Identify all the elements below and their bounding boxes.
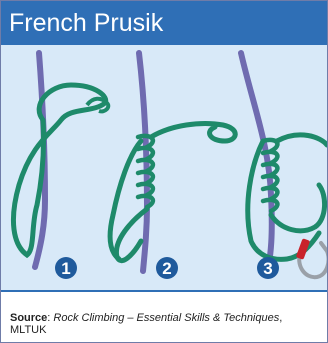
source-work: Rock Climbing – Essential Skills & Techn… xyxy=(53,312,279,324)
source-publisher: MLTUK xyxy=(10,324,46,336)
step-3-number: 3 xyxy=(263,259,272,278)
figure-title: French Prusik xyxy=(9,8,163,38)
cord-tail-2 xyxy=(110,141,141,259)
publisher-separator: , xyxy=(279,312,282,324)
title-bar: French Prusik xyxy=(1,1,327,45)
step-3-illustration: 3 xyxy=(241,53,327,279)
prusik-cord-3 xyxy=(271,135,327,231)
caption-divider xyxy=(1,290,327,292)
illustration-panel: 1 2 xyxy=(1,45,327,290)
step-2-number: 2 xyxy=(162,259,171,278)
prusik-cord-2 xyxy=(116,124,235,261)
step-1-illustration: 1 xyxy=(13,53,108,279)
step-1-number: 1 xyxy=(61,259,70,278)
prusik-wraps-3 xyxy=(263,140,277,211)
source-caption: Source: Rock Climbing – Essential Skills… xyxy=(10,312,310,336)
prusik-wraps-2 xyxy=(138,136,153,207)
source-label: Source xyxy=(10,312,47,324)
prusik-cord-1 xyxy=(13,85,105,255)
knot-illustration: 1 2 xyxy=(1,45,327,290)
step-2-illustration: 2 xyxy=(110,53,235,279)
